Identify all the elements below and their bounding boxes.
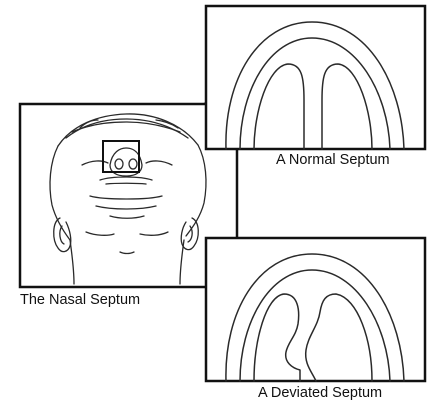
head-panel bbox=[20, 104, 237, 287]
head-panel-frame bbox=[20, 104, 237, 287]
normal-septum-caption: A Normal Septum bbox=[276, 153, 390, 168]
deviated-septum-caption: A Deviated Septum bbox=[258, 386, 382, 401]
nasal-septum-caption: The Nasal Septum bbox=[20, 293, 140, 308]
deviated-septum-panel bbox=[206, 238, 425, 381]
normal-septum-panel bbox=[206, 6, 425, 149]
